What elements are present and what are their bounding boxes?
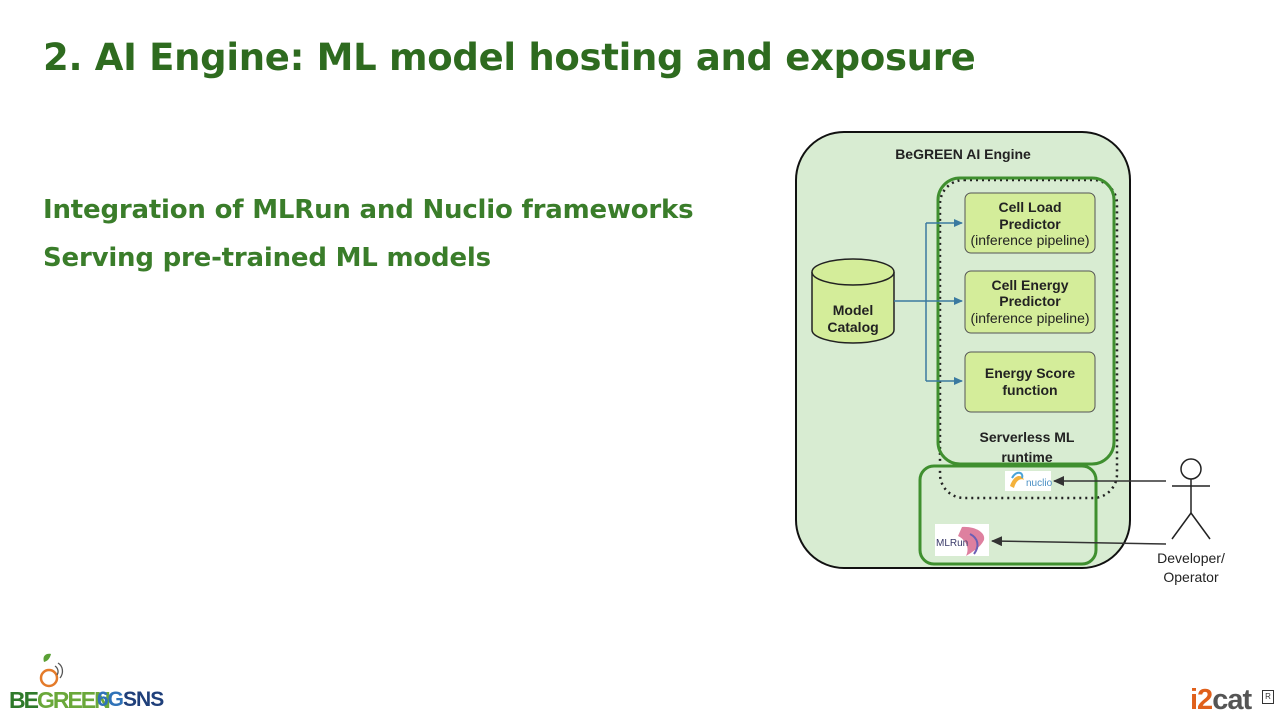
begreen-leaf-icon xyxy=(39,653,64,688)
actor-to-mlrun-arrow xyxy=(991,536,1167,547)
model-catalog-label: Model xyxy=(833,302,873,318)
bullet-item: Serving pre-trained ML models xyxy=(43,243,491,273)
sns-logo-text: SNS xyxy=(123,688,164,711)
energy-score-function-box xyxy=(964,351,1096,413)
serverless-runtime-container xyxy=(936,176,1116,466)
energy-score-function-label: Energy Score xyxy=(985,365,1075,381)
nuclio-logo-icon: nuclio xyxy=(1005,471,1053,491)
i2cat-logo-cat: cat xyxy=(1212,684,1252,716)
cell-energy-predictor-label: Cell Energy xyxy=(991,277,1068,293)
6g-logo-text: 6G xyxy=(97,688,124,711)
begreen-logo: BEGREEN xyxy=(9,687,111,713)
begreen-logo-be: BE xyxy=(9,687,39,713)
energy-score-function-label: function xyxy=(1002,382,1057,398)
mlrun-logo-icon: MLRun xyxy=(935,524,989,556)
cell-load-predictor-label: Cell Load xyxy=(998,199,1061,215)
ai-engine-title: BeGREEN AI Engine xyxy=(895,146,1031,162)
bullet-list: Integration of MLRun and Nuclio framewor… xyxy=(43,192,694,288)
catalog-connectors xyxy=(894,219,963,385)
6g-sns-logo: 6GSNS xyxy=(97,688,164,712)
cell-load-predictor-box xyxy=(964,192,1096,254)
developer-operator-actor-icon xyxy=(1171,458,1211,540)
cell-load-predictor-sub: (inference pipeline) xyxy=(970,232,1089,248)
developer-operator-label: Operator xyxy=(1163,569,1219,585)
nuclio-boundary xyxy=(938,178,1119,500)
i2cat-logo: i2cat xyxy=(1190,684,1252,716)
cell-energy-predictor-box xyxy=(964,270,1096,334)
serverless-runtime-label: runtime xyxy=(1001,449,1053,465)
developer-operator-label: Developer/ xyxy=(1157,550,1225,566)
mlrun-container xyxy=(918,464,1098,566)
cell-load-predictor-label: Predictor xyxy=(999,216,1061,232)
slide-title: 2. AI Engine: ML model hosting and expos… xyxy=(43,36,976,79)
mlrun-label: MLRun xyxy=(936,538,968,549)
begreen-logo-green: GREEN xyxy=(36,687,111,713)
registered-mark-icon: R xyxy=(1262,690,1274,704)
nuclio-label: nuclio xyxy=(1026,478,1053,489)
cell-energy-predictor-label: Predictor xyxy=(999,293,1061,309)
model-catalog-label: Catalog xyxy=(827,319,878,335)
model-catalog-database-icon xyxy=(811,258,895,344)
bullet-item: Integration of MLRun and Nuclio framewor… xyxy=(43,195,694,225)
i2cat-logo-i2: i2 xyxy=(1190,684,1213,716)
cell-energy-predictor-sub: (inference pipeline) xyxy=(970,310,1089,326)
serverless-runtime-label: Serverless ML xyxy=(980,429,1075,445)
